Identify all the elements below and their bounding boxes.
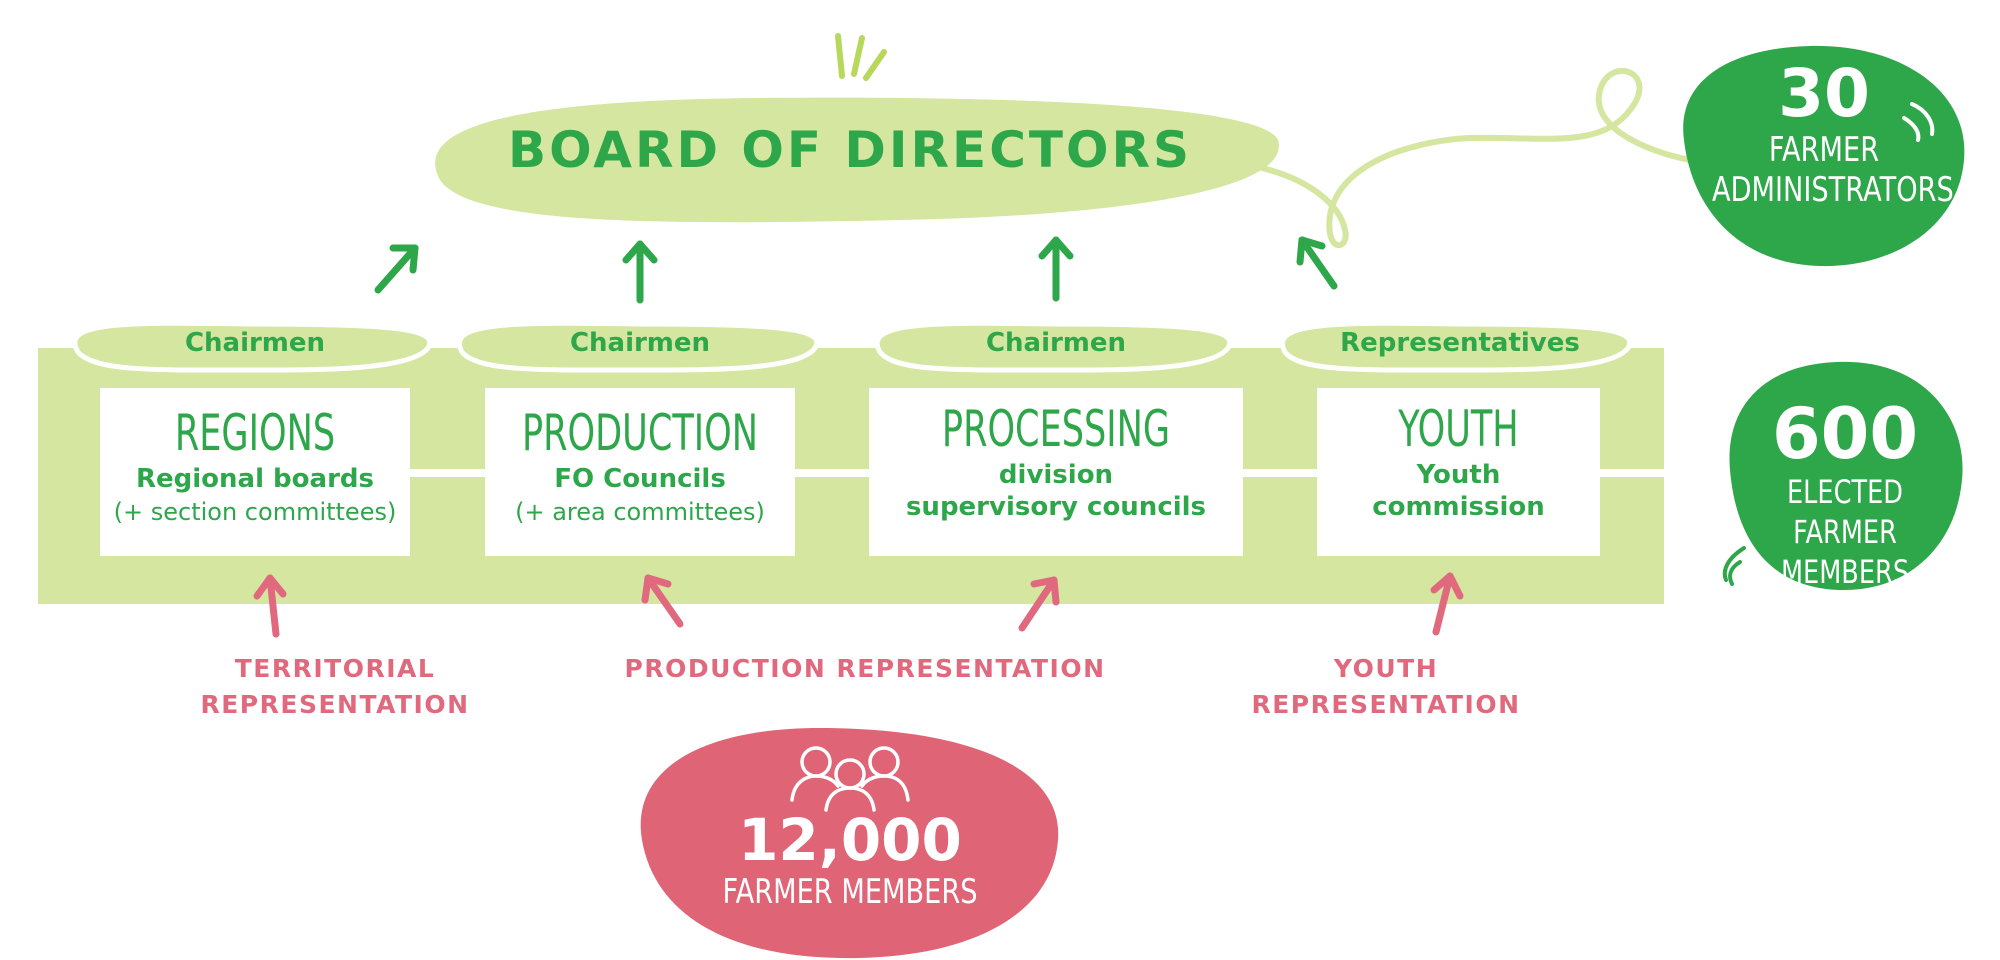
column-youth: YOUTH Youth commission xyxy=(1317,400,1600,522)
territorial-representation: TERRITORIAL REPRESENTATION xyxy=(170,651,500,723)
column-box-regions xyxy=(100,388,410,556)
column-title: PROCESSING xyxy=(941,400,1171,458)
column-line-1: Regional boards xyxy=(136,464,374,494)
rep-line: REPRESENTATION xyxy=(1251,690,1521,719)
connector-line-3 xyxy=(1243,469,1317,477)
board-blob xyxy=(435,97,1279,223)
rep-line: YOUTH xyxy=(1333,654,1439,683)
blob-elected xyxy=(1729,361,1963,590)
arrow-icon xyxy=(253,572,1464,638)
pill-label-production: Chairmen xyxy=(569,328,711,358)
stat-administrators: 30 FARMER ADMINISTRATORS xyxy=(1684,55,1964,211)
pill-label-youth: Representatives xyxy=(1340,328,1580,358)
column-production: PRODUCTION FO Councils (+ area committee… xyxy=(485,404,795,526)
column-regions: REGIONS Regional boards (+ section commi… xyxy=(100,404,410,526)
stat-members: 12,000 FARMER MEMBERS xyxy=(660,808,1040,912)
sparkle-icon xyxy=(1902,102,1935,142)
column-line-1: Youth xyxy=(1416,460,1501,490)
stat-number: 600 xyxy=(1771,393,1919,475)
column-box-production xyxy=(485,388,795,556)
column-line-1: division xyxy=(998,460,1114,490)
column-title: PRODUCTION xyxy=(522,404,758,462)
column-line-2: (+ area committees) xyxy=(515,498,765,526)
stat-label-line: ADMINISTRATORS xyxy=(1712,170,1954,210)
stat-number: 12,000 xyxy=(738,806,962,874)
column-box-processing xyxy=(869,388,1243,556)
board-title: BOARD OF DIRECTORS xyxy=(507,121,1193,179)
people-group-icon xyxy=(790,746,910,812)
pill-label-processing: Chairmen xyxy=(985,328,1127,358)
connector-line-4 xyxy=(1600,469,1664,477)
pill-production xyxy=(456,320,820,373)
production-representation: PRODUCTION REPRESENTATION xyxy=(624,654,1106,683)
arrow-icon xyxy=(374,236,1338,304)
squiggle-connector xyxy=(1259,68,1693,248)
column-processing: PROCESSING division supervisory councils xyxy=(869,400,1243,522)
column-line-2: commission xyxy=(1372,492,1545,522)
connector-line-1 xyxy=(410,469,485,477)
sparkle-icon xyxy=(835,33,887,81)
stat-elected: 600 ELECTED FARMER MEMBERS xyxy=(1720,396,1970,592)
blob-administrators xyxy=(1683,45,1965,267)
blob-members xyxy=(640,728,1059,959)
pill-processing xyxy=(874,320,1233,373)
stat-label-line: MEMBERS xyxy=(1780,553,1910,591)
pill-label-regions: Chairmen xyxy=(184,328,326,358)
column-box-youth xyxy=(1317,388,1600,556)
stat-label: FARMER MEMBERS xyxy=(722,872,978,912)
column-title: REGIONS xyxy=(174,404,336,462)
column-line-2: supervisory councils xyxy=(905,492,1207,522)
stat-label-line: FARMER xyxy=(1768,130,1880,170)
stat-label-line: ELECTED FARMER xyxy=(1786,473,1903,551)
rep-line: TERRITORIAL xyxy=(234,654,436,683)
pill-regions xyxy=(72,320,433,373)
column-line-1: FO Councils xyxy=(554,464,726,494)
column-title: YOUTH xyxy=(1398,400,1519,458)
rep-line: REPRESENTATION xyxy=(200,690,470,719)
youth-representation: YOUTH REPRESENTATION xyxy=(1236,651,1536,723)
connector-line-2 xyxy=(795,469,869,477)
column-line-2: (+ section committees) xyxy=(113,498,397,526)
sparkle-icon xyxy=(1722,546,1746,586)
stat-number: 30 xyxy=(1778,55,1870,132)
pill-youth xyxy=(1280,320,1633,373)
pill-shapes xyxy=(72,320,1633,373)
